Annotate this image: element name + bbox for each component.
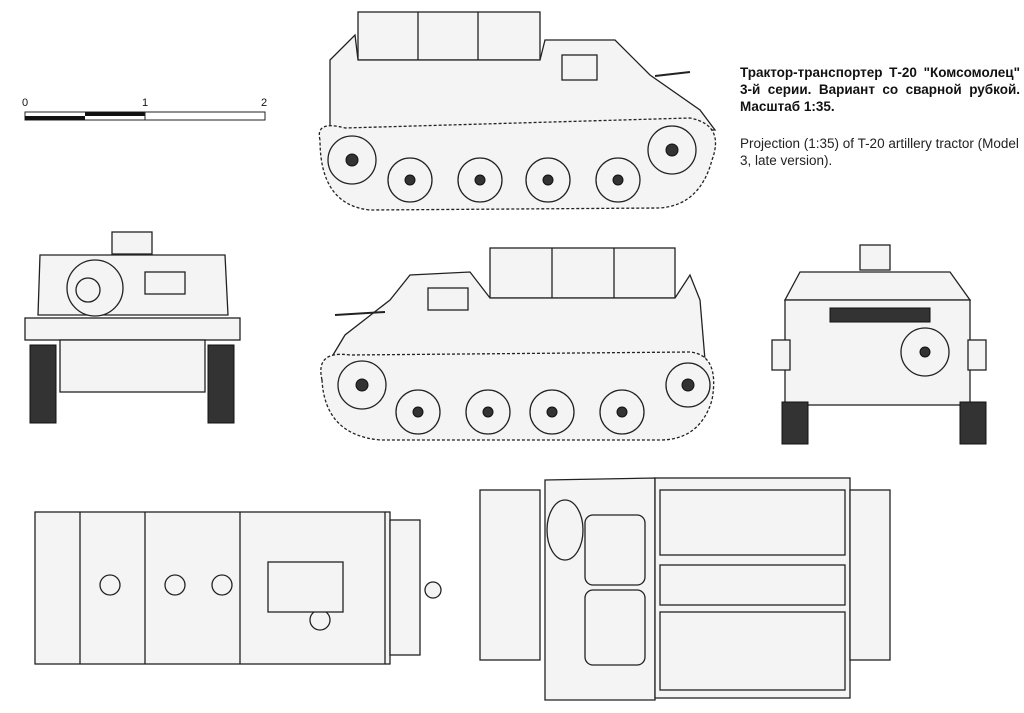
scale-tick-1: 1	[142, 97, 149, 109]
caption-russian: Трактор-транспортер Т-20 "Комсомолец" 3-…	[740, 65, 1020, 114]
rear-view	[771, 244, 987, 445]
side-view-left	[318, 11, 717, 211]
underside-view	[34, 511, 442, 665]
scale-tick-0: 0	[22, 97, 29, 109]
caption-english: Projection (1:35) of T-20 artillery trac…	[740, 136, 1019, 168]
side-view-right	[320, 247, 715, 441]
road-wheels	[387, 157, 641, 203]
top-view	[479, 477, 891, 701]
scale-tick-2: 2	[261, 97, 268, 109]
front-view	[24, 231, 241, 424]
scale-bar	[24, 111, 266, 121]
